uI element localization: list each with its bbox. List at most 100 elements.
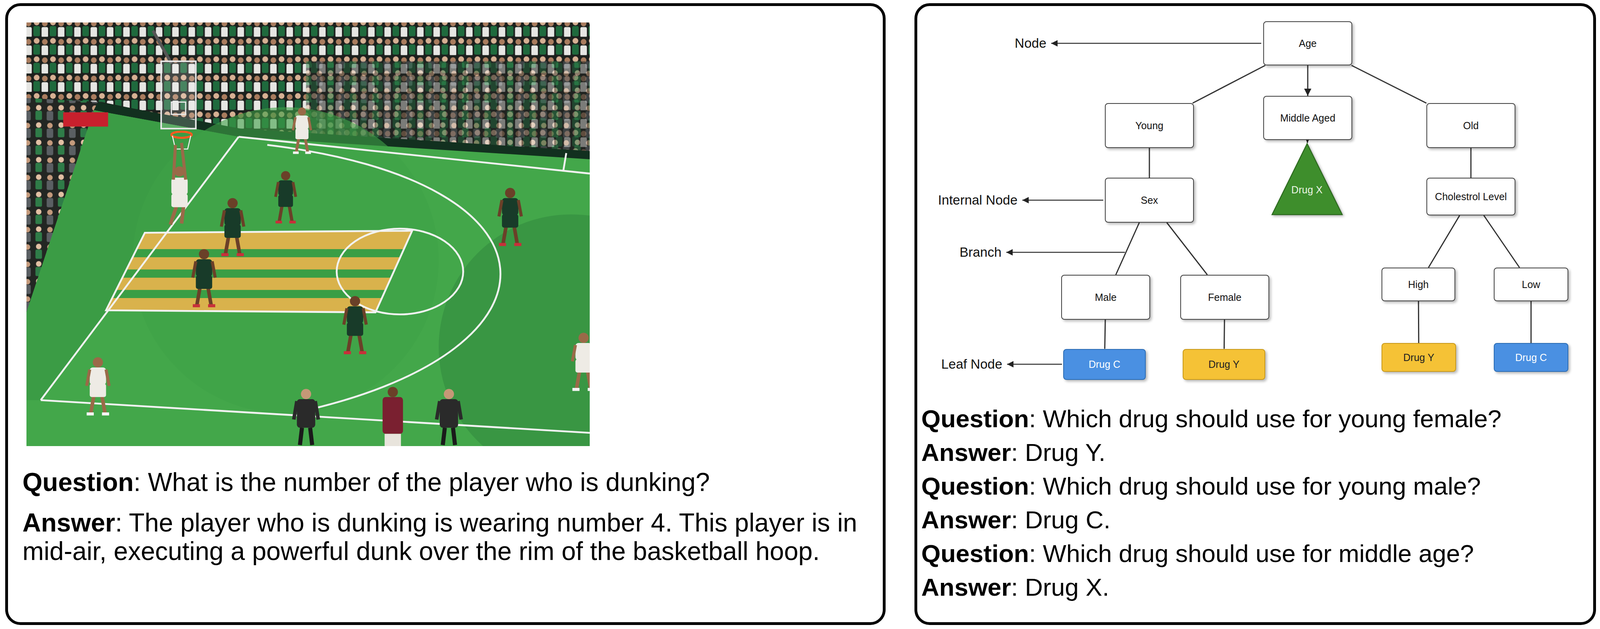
leaf-node: Drug Y — [1182, 348, 1266, 380]
internal-node: Sex — [1104, 177, 1194, 223]
illustration-part — [181, 206, 184, 224]
qa-line: Answer: The player who is dunking is wea… — [22, 508, 869, 566]
leader-line — [1007, 363, 1062, 365]
player — [343, 295, 367, 354]
backboard-square — [171, 101, 186, 115]
leaf-node: Drug C — [1063, 348, 1146, 380]
node-label: Sex — [1140, 194, 1158, 207]
node-label: Drug Y — [1403, 351, 1435, 364]
qa-text: : Which drug should use for middle age? — [1029, 539, 1475, 567]
node-label: Female — [1207, 291, 1242, 304]
root-node: Age — [1263, 21, 1353, 66]
qa-text: : Drug X. — [1011, 572, 1110, 601]
illustration-part — [170, 206, 177, 225]
tree-branch — [1223, 319, 1226, 349]
tree-branch — [1428, 215, 1460, 268]
node-label: Middle Aged — [1280, 111, 1336, 124]
image-qa-panel: Question: What is the number of the play… — [5, 3, 886, 625]
qa-label: Answer — [22, 507, 116, 537]
qa-label: Answer — [921, 438, 1012, 466]
qa-line: Answer: Drug X. — [921, 570, 1110, 603]
callout-label: Leaf Node — [941, 356, 1003, 373]
tree-branch — [1483, 215, 1520, 268]
node-label: Drug X — [1271, 183, 1344, 196]
triangle-shape — [1272, 143, 1343, 215]
qa-text: : Drug C. — [1011, 505, 1111, 534]
qa-label: Question — [921, 539, 1030, 567]
qa-label: Answer — [921, 505, 1012, 534]
tree-branch — [1115, 222, 1140, 275]
tree-branch — [1417, 301, 1420, 343]
qa-line: Question: Which drug should use for youn… — [921, 402, 1502, 435]
qa-text: : Which drug should use for young male? — [1029, 471, 1481, 500]
qa-text: : What is the number of the player who i… — [133, 467, 710, 497]
hoop-stanchion — [153, 30, 172, 63]
branch-node: Young — [1104, 103, 1194, 148]
branch-node: Female — [1180, 274, 1270, 320]
paint-lane — [106, 230, 413, 313]
bystander — [382, 386, 403, 446]
node-label: High — [1407, 278, 1429, 291]
tree-branch — [1530, 301, 1532, 343]
illustration-part — [382, 396, 403, 434]
leaf-node: Drug Y — [1381, 342, 1457, 372]
dunking-player — [170, 142, 188, 225]
illustration-part — [173, 144, 176, 180]
leaf-triangle: Drug X — [1271, 142, 1344, 216]
node-label: Drug C — [1515, 351, 1547, 364]
lane-stripe — [122, 269, 395, 278]
sign — [63, 112, 109, 127]
qa-line: Question: Which drug should use for youn… — [921, 469, 1481, 502]
backboard — [161, 61, 197, 129]
node-label: Young — [1135, 119, 1164, 132]
basketball-photo — [26, 22, 590, 446]
player — [293, 107, 312, 154]
leader-line — [1051, 42, 1262, 45]
qa-line: Question: What is the number of the play… — [22, 467, 710, 497]
internal-node: Cholestrol Level — [1426, 177, 1516, 216]
branch-node: Middle Aged — [1263, 95, 1353, 140]
tree-branch — [1470, 147, 1472, 178]
connectors — [1104, 65, 1532, 349]
player — [498, 187, 522, 246]
node-label: Drug Y — [1208, 358, 1240, 371]
callout-label: Internal Node — [938, 192, 1018, 209]
player — [275, 170, 296, 224]
decision-tree-panel: AgeYoung Middle Aged OldSex Drug X Cholestro… — [914, 3, 1596, 625]
illustration-part — [384, 433, 401, 446]
callout-label: Node — [1014, 35, 1047, 52]
tree-branch — [1351, 65, 1427, 104]
tree-branch — [1307, 65, 1309, 96]
tree-branch — [1148, 147, 1151, 178]
leaf-node: Drug C — [1493, 342, 1569, 372]
player — [572, 332, 590, 391]
node-label: Cholestrol Level — [1434, 190, 1507, 203]
tree-branch — [1306, 139, 1309, 143]
qa-line: Answer: Drug C. — [921, 503, 1111, 536]
callout-label: Branch — [959, 244, 1002, 261]
node-label: Age — [1298, 37, 1317, 50]
illustration-part — [171, 177, 188, 195]
qa-label: Question — [921, 471, 1030, 500]
referee — [293, 388, 319, 446]
qa-line: Answer: Drug Y. — [921, 436, 1106, 469]
rim — [171, 131, 192, 138]
illustration-part — [267, 144, 501, 411]
illustration-part — [106, 230, 413, 313]
branch-node: High — [1381, 267, 1456, 302]
bystander — [436, 388, 462, 446]
illustration-part — [238, 136, 590, 174]
tree-branch — [1167, 222, 1208, 275]
lane-stripe — [131, 248, 405, 257]
illustration-part — [563, 153, 567, 172]
qa-text: : Drug Y. — [1011, 438, 1106, 466]
court-lines — [40, 136, 590, 433]
qa-label: Question — [22, 467, 134, 497]
qa-label: Answer — [921, 572, 1012, 601]
branch-node: Low — [1493, 267, 1569, 302]
branch-node: Old — [1426, 103, 1516, 148]
node-label: Male — [1094, 291, 1117, 304]
qa-line: Question: Which drug should use for midd… — [921, 537, 1474, 570]
triangle-outline — [1271, 142, 1344, 216]
